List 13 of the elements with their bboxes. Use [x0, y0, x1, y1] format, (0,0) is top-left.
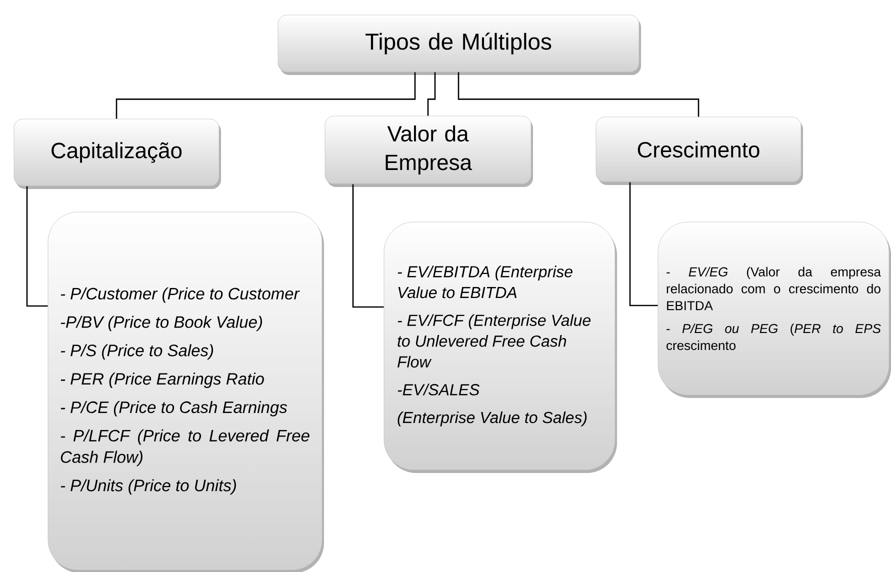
connector-line: [352, 184, 384, 308]
list-box: - EV/EBITDA (Enterprise Value to EBITDA - EV/FCF (Enterprise Value to Unlevered Free Cash Flow -EV/SALES (Enterprise Value to Sales): [384, 222, 617, 473]
connector-line: [427, 72, 436, 116]
category-box: Capitalização: [14, 118, 221, 189]
connector-line: [458, 72, 700, 117]
list-box: - EV/EG (Valor da empresa relacionado com o crescimento do EBITDA - P/EG ou PEG (PER to EPS crescimento: [658, 222, 891, 398]
category-box: Tipos de Múltiplos: [278, 14, 641, 75]
connector-line: [26, 186, 48, 307]
category-box: Crescimento: [596, 116, 803, 185]
connector-line: [629, 182, 658, 306]
connector-line: [116, 72, 416, 119]
category-box: Valor da Empresa: [324, 116, 533, 187]
list-box: - P/Customer (Price to Customer -P/BV (Price to Book Value) - P/S (Price to Sales) - PER (Price Earnings Ratio - P/CE (Price to Cash Earnings - P/LFCF (Price to Levered Free Cash Flow) - P/Units (Price to Units): [48, 212, 324, 572]
